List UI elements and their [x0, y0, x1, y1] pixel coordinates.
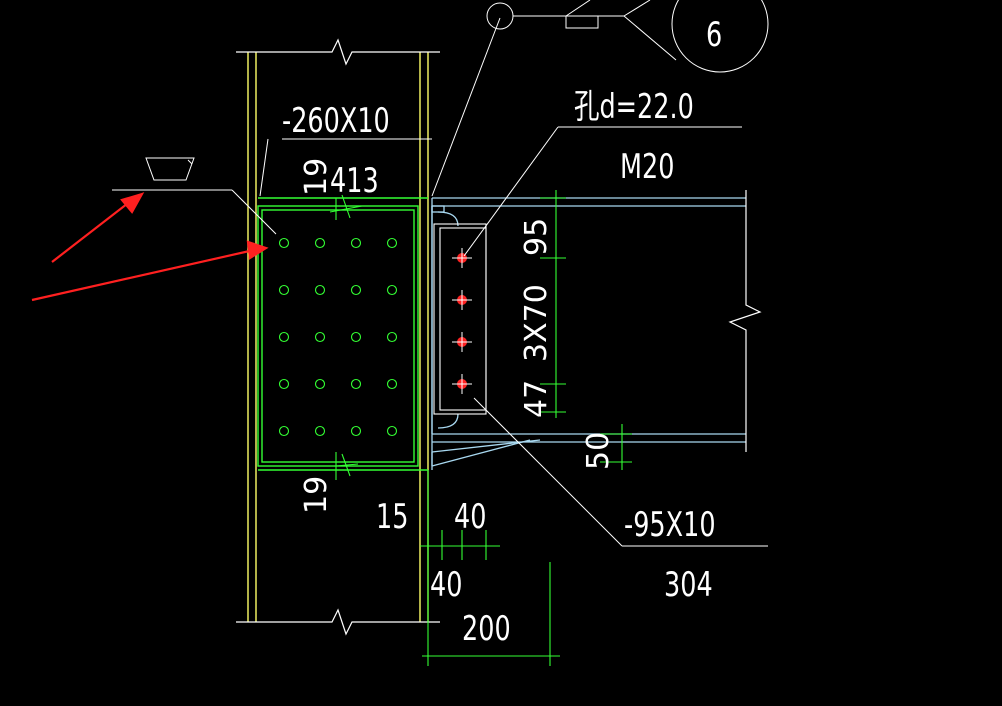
dimension-lines — [329, 190, 632, 666]
leader-lines — [112, 0, 769, 547]
plate-top-label: -260X10 — [282, 101, 390, 141]
dim-304: 304 — [664, 565, 713, 605]
circle-id-label: 6 — [706, 15, 722, 55]
dim-413: 413 — [330, 161, 379, 201]
dim-3x70: 3X70 — [519, 284, 554, 362]
dim-19-top: 19 — [299, 158, 334, 196]
beam-break-line — [728, 190, 762, 452]
plate-side-label: -95X10 — [624, 505, 716, 545]
shear-tab-plate — [433, 223, 487, 415]
plate-bolt-holes — [278, 237, 398, 437]
dim-15: 15 — [376, 497, 408, 537]
annotation-arrows — [31, 192, 269, 302]
dim-95: 95 — [519, 218, 554, 256]
dim-47: 47 — [519, 380, 554, 418]
dim-40-bottom: 40 — [430, 565, 462, 605]
dim-200: 200 — [462, 609, 511, 649]
bolt-crosshairs — [452, 248, 472, 394]
dim-40-top: 40 — [454, 497, 486, 537]
bolt-spec-label: M20 — [620, 147, 674, 187]
column-break-lines — [236, 38, 440, 636]
red-bolts — [457, 253, 467, 389]
dim-19-bottom: 19 — [299, 476, 334, 514]
dim-50: 50 — [581, 432, 616, 470]
beam — [431, 197, 746, 470]
hole-diameter-label: 孔d=22.0 — [574, 87, 694, 127]
